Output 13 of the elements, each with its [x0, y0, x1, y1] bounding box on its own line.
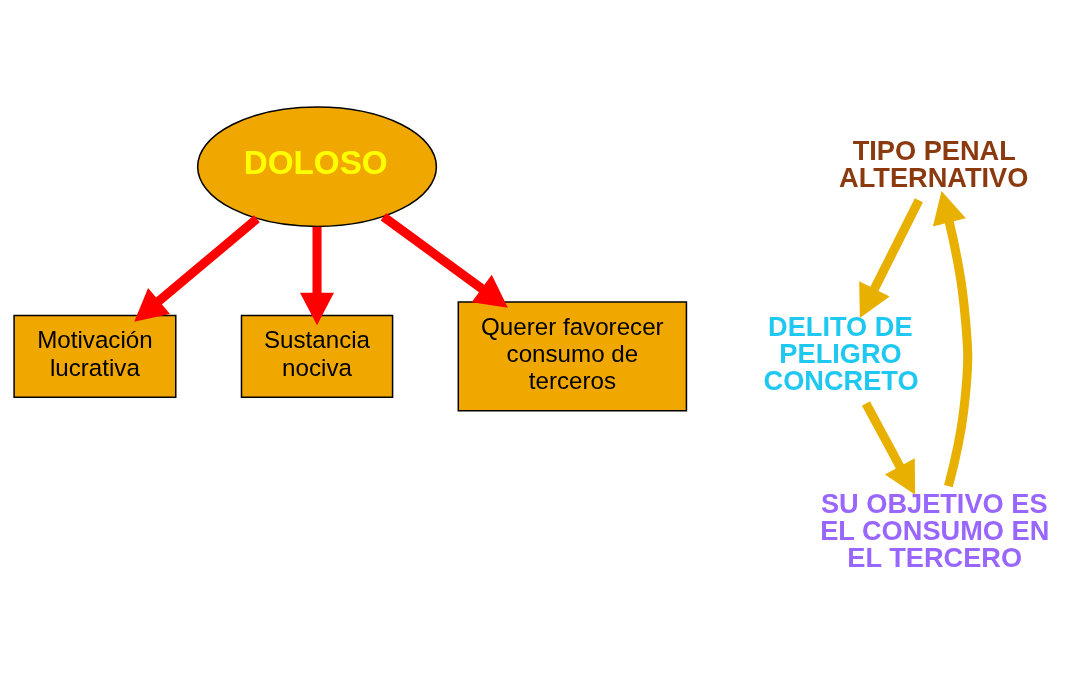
arrow: [861, 401, 916, 495]
arrow: [932, 190, 973, 488]
node-text: SU OBJETIVO ES EL CONSUMO EN EL TERCERO: [820, 487, 1050, 573]
arrow: [859, 198, 923, 318]
arrow: [134, 215, 260, 322]
node-box: Sustancia nociva: [240, 314, 394, 398]
node-box: Querer favorecer consumo de terceros: [457, 301, 688, 412]
arrow: [300, 226, 335, 326]
node-ellipse: DOLOSO: [196, 106, 438, 228]
node-box: Motivación lucrativa: [13, 314, 177, 398]
arrow: [380, 213, 508, 308]
node-text: TIPO PENAL ALTERNATIVO: [839, 134, 1029, 193]
node-text: DELITO DE PELIGRO CONCRETO: [763, 310, 919, 397]
